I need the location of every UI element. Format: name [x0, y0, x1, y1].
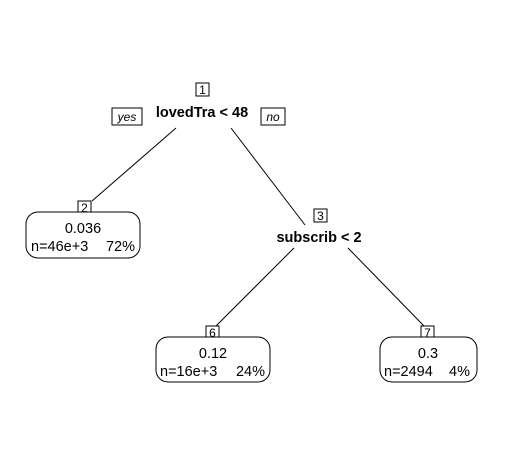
- no-branch-label: no: [266, 110, 280, 124]
- leaf-7-value: 0.3: [418, 346, 438, 362]
- edge-1-to-2: [91, 127, 177, 202]
- edge-3-to-7: [347, 247, 425, 327]
- node-1-split-label: lovedTra < 48: [156, 105, 248, 121]
- leaf-2-value: 0.036: [65, 221, 101, 237]
- node-1-id: 1: [199, 83, 206, 97]
- node-1-id-box: [195, 82, 210, 97]
- edge-1-to-3: [230, 127, 306, 226]
- leaf-2-count: n=46e+3: [31, 239, 88, 255]
- leaf-6-count: n=16e+3: [160, 364, 217, 380]
- leaf-2-box: [25, 211, 141, 259]
- yes-branch-box: [111, 107, 143, 126]
- node-3-split-label: subscrib < 2: [276, 230, 361, 246]
- leaf-2-id: 2: [81, 201, 88, 215]
- node-3-id: 3: [317, 209, 324, 223]
- no-branch-box: [260, 107, 286, 126]
- leaf-6-percent: 24%: [236, 364, 265, 380]
- leaf-7-count: n=2494: [384, 364, 433, 380]
- edge-3-to-6: [215, 247, 295, 327]
- node-3-id-box: [313, 208, 328, 223]
- yes-branch-label: yes: [117, 110, 137, 124]
- leaf-6-value: 0.12: [199, 346, 227, 362]
- leaf-6-id: 6: [209, 326, 216, 340]
- leaf-7-box: [379, 336, 478, 383]
- leaf-2-percent: 72%: [106, 239, 135, 255]
- leaf-7-id: 7: [424, 326, 431, 340]
- leaf-7-percent: 4%: [449, 364, 470, 380]
- leaf-6-box: [155, 336, 271, 383]
